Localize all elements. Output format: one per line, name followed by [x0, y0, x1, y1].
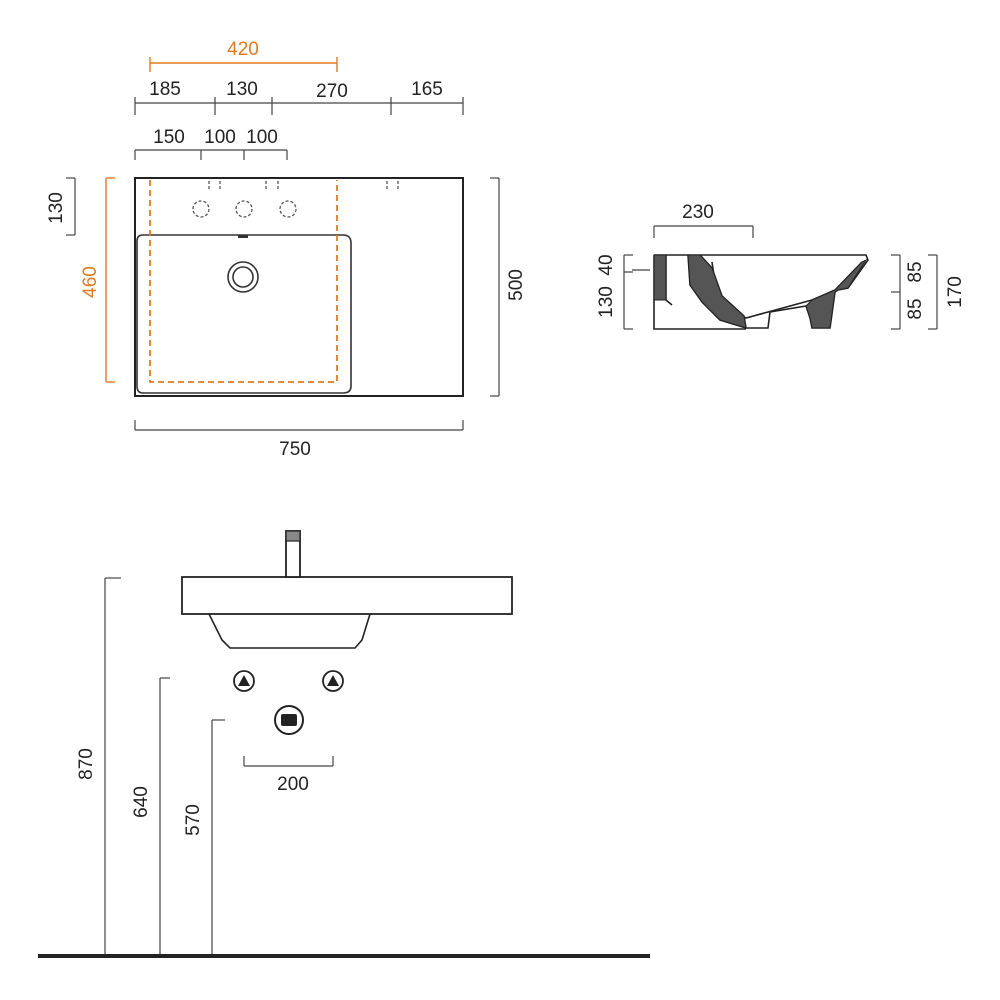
- dim-185-label: 185: [149, 79, 181, 100]
- dim-85-top-label: 85: [905, 261, 926, 282]
- dim-460-label: 460: [80, 266, 101, 298]
- dim-130-label: 130: [226, 79, 258, 100]
- bowl-zone-dashed: [149, 180, 338, 383]
- dim-750-label: 750: [279, 439, 311, 460]
- basin-outline-top: [134, 177, 464, 397]
- dim-40-label: 40: [596, 254, 617, 275]
- dim-200-label: 200: [277, 774, 309, 795]
- floor-line: [38, 954, 650, 958]
- overflow-slot: [238, 235, 248, 238]
- bowl-outline: [136, 234, 352, 394]
- dim-230-label: 230: [682, 202, 714, 223]
- dim-100a-label: 100: [204, 127, 236, 148]
- dim-165-label: 165: [411, 79, 443, 100]
- dim-570-label: 570: [183, 804, 204, 836]
- supply-valve-left-icon: [233, 670, 255, 692]
- dim-870-label: 870: [76, 748, 97, 780]
- dim-500-label: 500: [506, 269, 527, 301]
- dim-130-section-label: 130: [596, 286, 617, 318]
- tap-hole-center-icon: [235, 200, 253, 218]
- drain-inner: [232, 266, 254, 288]
- section-view: 230 40 130 85 85 170: [596, 202, 966, 330]
- dim-640-label: 640: [131, 786, 152, 818]
- waste-outlet-icon: [274, 705, 304, 735]
- dim-85-bottom-label: 85: [905, 298, 926, 319]
- supply-valve-right-icon: [322, 670, 344, 692]
- dim-100b-label: 100: [246, 127, 278, 148]
- front-view: 870 640 570 200: [38, 530, 650, 958]
- dim-420-label: 420: [227, 39, 259, 60]
- dim-150-label: 150: [153, 127, 185, 148]
- section-wall-left: [687, 254, 747, 329]
- dim-270-label: 270: [316, 81, 348, 102]
- basin-front: [181, 576, 513, 615]
- section-wall-back: [653, 254, 667, 301]
- section-wall-right: [805, 258, 868, 329]
- top-view: 420 185 130 270 165 150 100 100 130 460: [46, 39, 527, 460]
- tap-handle: [285, 530, 301, 542]
- tap-hole-right-icon: [279, 200, 297, 218]
- drain-icon: [227, 261, 259, 293]
- dim-130-left-label: 130: [46, 192, 67, 224]
- dim-170-label: 170: [945, 276, 966, 308]
- basin-bowl-front: [208, 613, 371, 649]
- tap-hole-left-icon: [192, 200, 210, 218]
- fixing-marks: [208, 181, 399, 190]
